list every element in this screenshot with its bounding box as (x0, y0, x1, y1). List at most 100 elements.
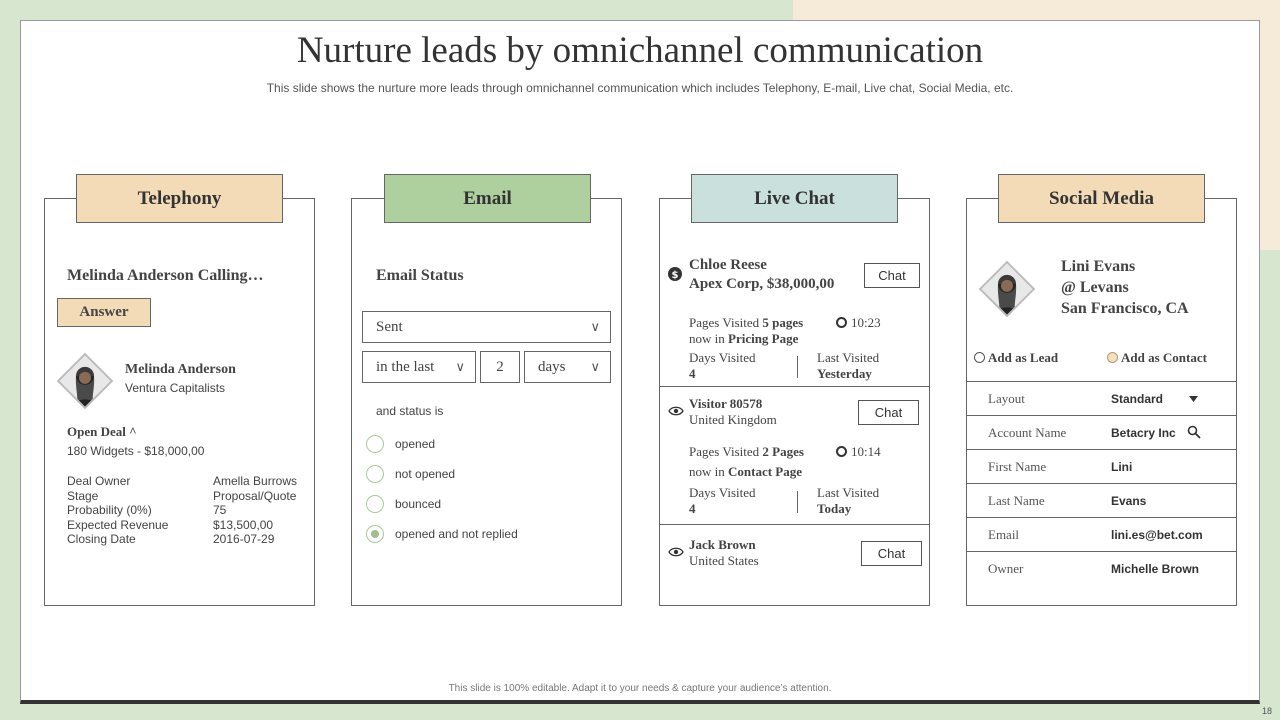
eye-icon (668, 406, 684, 416)
svg-text:$: $ (672, 270, 679, 281)
footer-note: This slide is 100% editable. Adapt it to… (448, 683, 832, 694)
divider (660, 524, 929, 525)
pages-visited: Pages Visited 5 pages (689, 315, 803, 331)
contact-avatar (56, 352, 114, 410)
chevron-down-icon: ∨ (590, 360, 600, 375)
email-status-value: Sent (376, 318, 403, 335)
row-key: Owner (988, 561, 1024, 576)
current-page: now in Contact Page (689, 464, 802, 480)
answer-button[interactable]: Answer (57, 298, 151, 327)
deal-key: Deal Owner (67, 474, 131, 488)
last-visited-value: Today (817, 501, 852, 516)
row-value: Betacry Inc (1111, 426, 1176, 440)
add-as-lead-option[interactable]: Add as Lead (974, 350, 1058, 366)
page-title: Nurture leads by omnichannel communicati… (296, 30, 984, 71)
row-key: Layout (988, 391, 1025, 406)
radio-not-opened[interactable]: not opened (366, 465, 455, 483)
deal-value: Amella Burrows (213, 474, 298, 488)
deal-value: $13,500,00 (213, 517, 274, 532)
row-key: Last Name (988, 493, 1045, 508)
radio-circle (974, 352, 985, 363)
clock-icon (836, 446, 847, 457)
first-name-row[interactable]: First Name Lini (967, 449, 1236, 483)
visitor-company: Apex Corp, $38,000,00 (689, 276, 835, 292)
tab-telephony[interactable]: Telephony (76, 174, 283, 223)
visit-time: 10:23 (836, 315, 881, 331)
chat-button[interactable]: Chat (864, 263, 920, 288)
person-icon (56, 352, 114, 410)
profile-handle: @ Levans (1061, 279, 1129, 296)
range-select[interactable]: in the last ∨ (362, 351, 476, 383)
chat-button[interactable]: Chat (861, 541, 922, 566)
divider (660, 386, 929, 387)
row-key: First Name (988, 459, 1047, 474)
deal-key: Expected Revenue (67, 517, 169, 532)
deal-row: Probability (0%)75 (67, 503, 307, 518)
owner-row[interactable]: Owner Michelle Brown (967, 551, 1236, 585)
now-page: Pricing Page (728, 331, 799, 346)
visitor-name: Jack Brown (689, 537, 756, 552)
search-icon[interactable] (1187, 425, 1201, 439)
tab-live-chat[interactable]: Live Chat (691, 174, 898, 223)
deal-value: Proposal/Quote (213, 488, 297, 503)
row-key: Email (988, 527, 1020, 542)
tab-email[interactable]: Email (384, 174, 591, 223)
radio-opened[interactable]: opened (366, 435, 435, 453)
time-value: 10:23 (851, 315, 881, 330)
last-visited-value: Yesterday (817, 366, 872, 381)
caret-down-icon (1189, 396, 1198, 402)
last-visited-label: Last Visited (817, 485, 880, 500)
account-name-row[interactable]: Account Name Betacry Inc (967, 415, 1236, 449)
radio-circle (1107, 352, 1118, 363)
add-contact-label: Add as Contact (1121, 350, 1207, 365)
now-prefix: now in (689, 331, 728, 346)
telephony-card: Melinda Anderson Calling… Answer Melinda… (44, 198, 315, 606)
layout-row[interactable]: Layout Standard (967, 381, 1236, 415)
deal-row: Expected Revenue $13,500,00 (67, 518, 307, 533)
open-deal-toggle[interactable]: Open Deal ^ (67, 424, 137, 439)
row-value: lini.es@bet.com (1111, 528, 1203, 542)
email-row[interactable]: Email lini.es@bet.com (967, 517, 1236, 551)
radio-circle-checked (366, 525, 384, 543)
person-icon (978, 260, 1036, 318)
deal-key: Closing Date (67, 532, 136, 546)
row-value: Evans (1111, 494, 1147, 508)
range-unit-select[interactable]: days ∨ (524, 351, 611, 383)
last-visited-label: Last Visited (817, 350, 880, 365)
email-status-label: Email Status (376, 267, 464, 284)
days-visited-label: Days Visited (689, 350, 756, 365)
days-visited-value: 4 (689, 501, 696, 516)
and-status-label: and status is (376, 404, 444, 418)
last-name-row[interactable]: Last Name Evans (967, 483, 1236, 517)
email-card: Email Status Sent ∨ in the last ∨ 2 days… (351, 198, 622, 606)
visitor-location: United Kingdom (689, 412, 777, 427)
pages-count: 5 pages (762, 315, 804, 330)
chat-button[interactable]: Chat (858, 400, 919, 425)
contact-company: Ventura Capitalists (125, 381, 226, 395)
radio-opened-not-replied[interactable]: opened and not replied (366, 525, 518, 543)
chevron-down-icon: ∨ (590, 320, 600, 335)
now-page: Contact Page (728, 464, 803, 479)
page-subtitle: This slide shows the nurture more leads … (266, 81, 1014, 95)
range-number-input[interactable]: 2 (480, 351, 520, 383)
clock-icon (836, 317, 847, 328)
social-card: Lini Evans @ Levans San Francisco, CA Ad… (966, 198, 1237, 606)
calling-status: Melinda Anderson Calling… (67, 267, 264, 284)
now-prefix: now in (689, 464, 728, 479)
visitor-name: Chloe Reese (689, 257, 767, 273)
days-visited-value: 4 (689, 366, 696, 381)
pages-count: 2 Pages (762, 444, 804, 459)
days-visited-label: Days Visited (689, 485, 756, 500)
radio-circle (366, 495, 384, 513)
add-as-contact-option[interactable]: Add as Contact (1107, 350, 1207, 366)
email-status-select[interactable]: Sent ∨ (362, 311, 611, 343)
radio-bounced[interactable]: bounced (366, 495, 441, 513)
pages-prefix: Pages Visited (689, 315, 763, 330)
radio-label: bounced (395, 497, 442, 511)
tab-social-media[interactable]: Social Media (998, 174, 1205, 223)
add-lead-label: Add as Lead (988, 350, 1059, 365)
row-value: Lini (1111, 460, 1133, 474)
row-value: Standard (1111, 392, 1164, 406)
